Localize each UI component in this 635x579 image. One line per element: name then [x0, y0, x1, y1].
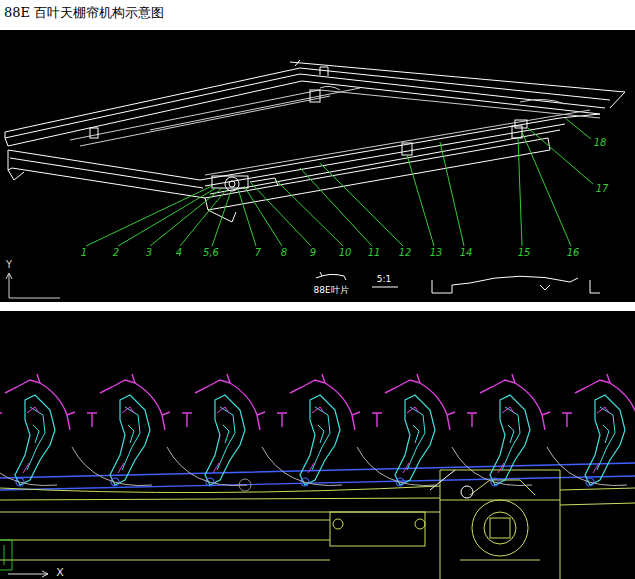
callout-number: 14	[460, 248, 473, 258]
callout-number: 8	[281, 248, 287, 258]
axis-label: Y	[6, 260, 12, 270]
callout-number: 17	[596, 184, 609, 194]
axis-label: X	[56, 567, 64, 578]
part-caption: 88E叶片	[313, 286, 348, 295]
diagram-title: 88E 百叶天棚帘机构示意图	[4, 4, 164, 22]
callout-number: 7	[255, 248, 261, 258]
callout-number: 12	[399, 248, 412, 258]
callout-number: 9	[310, 248, 316, 258]
callout-number: 16	[567, 248, 580, 258]
callout-number: 3	[146, 248, 152, 258]
callout-number: 10	[339, 248, 352, 258]
callout-number: 2	[113, 248, 119, 258]
callout-number: 18	[594, 138, 607, 148]
callout-number: 11	[368, 248, 381, 258]
callout-number: 4	[176, 248, 182, 258]
callout-number: 5,6	[203, 248, 219, 258]
callout-number: 15	[518, 248, 531, 258]
callout-number: 1	[81, 248, 87, 258]
callout-number: 13	[430, 248, 443, 258]
scale-label: 5:1	[377, 275, 391, 284]
